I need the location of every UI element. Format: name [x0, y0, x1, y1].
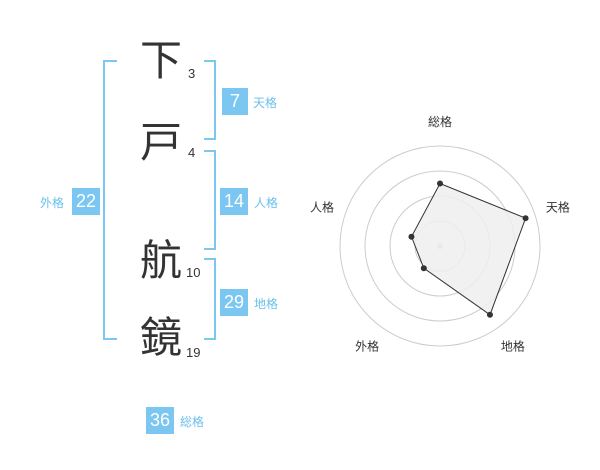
- tenkaku-bracket: [204, 60, 216, 140]
- chikaku-value: 29: [220, 289, 248, 316]
- stroke-count-4: 19: [186, 345, 201, 360]
- gaikaku-value: 22: [72, 188, 100, 215]
- soukaku-label: 総格: [180, 415, 205, 429]
- name-char-1: 下: [140, 36, 183, 85]
- name-char-4: 鏡: [140, 313, 183, 362]
- tenkaku-label: 天格: [253, 96, 278, 110]
- chikaku-label: 地格: [254, 297, 279, 311]
- radar-axis-label-1: 総格: [428, 114, 452, 129]
- jinkaku-value: 14: [220, 188, 248, 215]
- radar-polygon: [410, 182, 527, 316]
- radar-axis-label-4: 外格: [355, 338, 379, 353]
- tenkaku-value: 7: [222, 88, 248, 115]
- radar-point-2: [522, 215, 529, 222]
- jinkaku-label: 人格: [254, 196, 279, 210]
- radar-polygon-group: [410, 182, 527, 316]
- chikaku-bracket: [204, 258, 216, 340]
- radar-axis-label-2: 天格: [546, 200, 570, 215]
- gaikaku-bracket: [103, 60, 117, 340]
- radar-point-5: [408, 233, 415, 240]
- radar-point-1: [437, 180, 443, 187]
- gaikaku-label: 外格: [40, 196, 65, 210]
- soukaku-value: 36: [146, 407, 174, 434]
- radar-axis-label-5: 人格: [310, 200, 334, 215]
- name-char-3: 航: [140, 236, 183, 285]
- radar-axis-label-3: 地格: [501, 338, 525, 353]
- radar-point-4: [420, 265, 427, 272]
- stroke-count-3: 10: [186, 265, 201, 280]
- name-char-2: 戸: [140, 118, 183, 167]
- stroke-count-1: 3: [188, 66, 196, 81]
- radar-point-3: [486, 311, 493, 318]
- jinkaku-bracket: [204, 150, 216, 250]
- stroke-count-2: 4: [188, 145, 196, 160]
- radar-ring-4: [339, 145, 541, 347]
- radar-points: [408, 180, 529, 318]
